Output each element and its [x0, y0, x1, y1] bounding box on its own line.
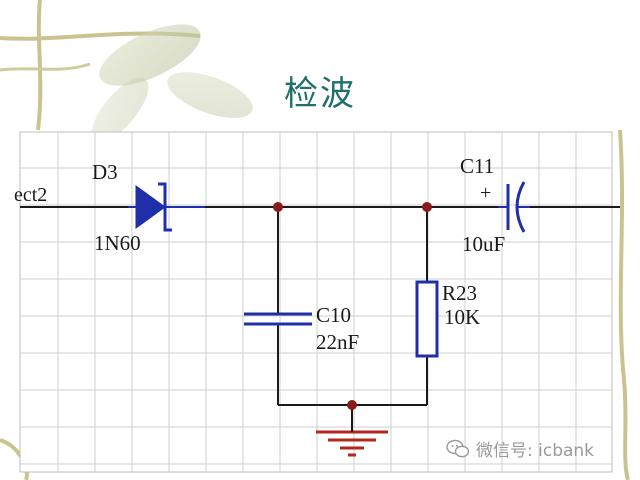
wechat-icon [446, 439, 470, 457]
r23-value-label: 10K [444, 305, 480, 329]
c11-polarity-mark: + [480, 182, 491, 204]
junction-dot [347, 400, 357, 410]
diode-ref-label: D3 [92, 160, 118, 184]
capacitor-c10 [244, 312, 312, 326]
watermark-text: 微信号: icbank [476, 441, 595, 461]
net-label: ect2 [14, 184, 47, 206]
capacitor-c11 [498, 181, 530, 233]
c10-value-label: 22nF [316, 330, 359, 354]
r23-ref-label: R23 [442, 281, 477, 305]
schematic-grid [19, 131, 613, 473]
resistor-r23 [415, 280, 439, 358]
junction-dot [422, 202, 432, 212]
slide-title: 检波 [284, 74, 356, 114]
c11-value-label: 10uF [462, 232, 505, 256]
ground-symbol [316, 422, 388, 457]
junctions [273, 202, 432, 410]
junction-dot [273, 202, 283, 212]
c11-ref-label: C11 [460, 154, 494, 178]
c10-ref-label: C10 [316, 303, 351, 327]
diode-value-label: 1N60 [94, 231, 141, 255]
watermark: 微信号: icbank [446, 436, 594, 461]
diode-d3 [128, 182, 205, 232]
